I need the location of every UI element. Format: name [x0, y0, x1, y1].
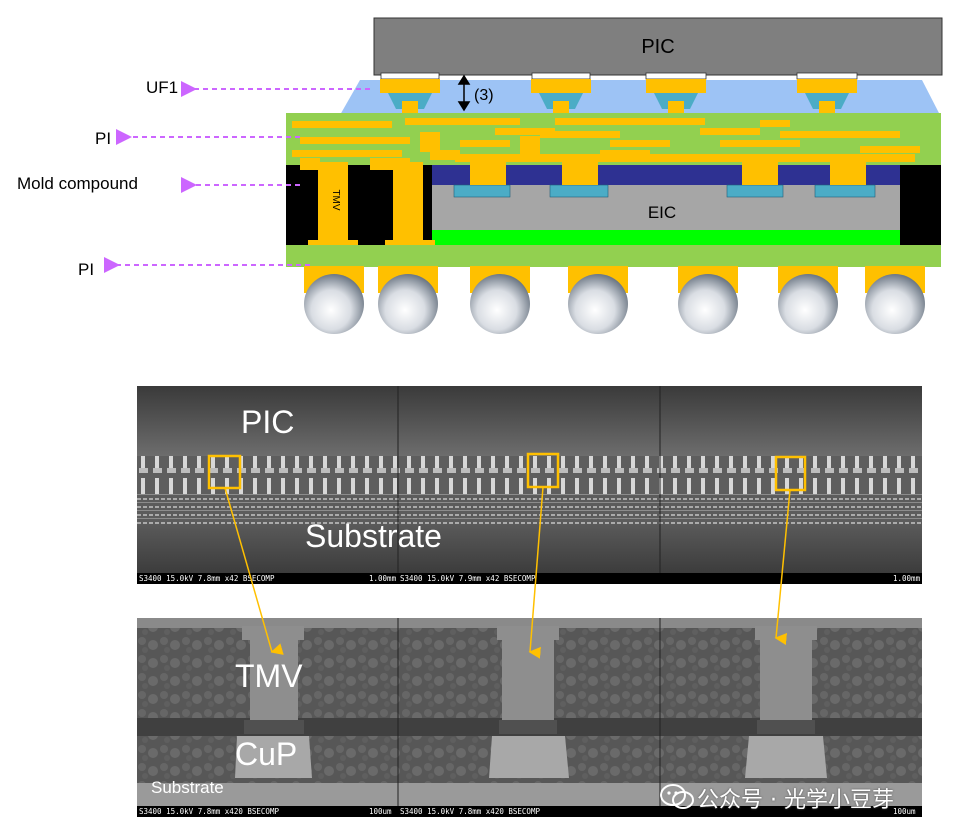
sem-pic-label: PIC — [241, 404, 295, 440]
sem-cup-label: CuP — [235, 736, 298, 772]
watermark-text: 公众号 · 光学小豆芽 — [697, 788, 894, 813]
sem-bottom-scalebar: S3400 15.0kV 7.8mm x420 BSECOMP 100um S3… — [137, 806, 922, 817]
eic-pillars — [470, 160, 866, 185]
sem-top-len-left: 1.00mm — [369, 574, 397, 583]
sem-tmv-label: TMV — [235, 658, 303, 694]
mold-label: Mold compound — [17, 174, 138, 193]
callout-arrows — [104, 81, 370, 273]
uf1-label: UF1 — [146, 78, 178, 97]
solder-balls — [304, 266, 925, 334]
sem-bottom-meta-mid: S3400 15.0kV 7.8mm x420 BSECOMP — [400, 807, 540, 816]
die-attach-film — [432, 230, 900, 245]
eic-label: EIC — [648, 203, 676, 222]
sem-top-scalebar: S3400 15.0kV 7.8mm x42 BSECOMP 1.00mm S3… — [137, 573, 922, 584]
tmv-label: TMV — [330, 189, 341, 210]
eic-top-metal — [432, 165, 900, 185]
sem-cross-section-low-mag: PIC Substrate S3400 15.0kV 7.8mm x42 BSE… — [137, 386, 922, 584]
pic-die — [373, 17, 943, 76]
pic-label: PIC — [641, 36, 674, 58]
sem-bottom-len-left: 100um — [369, 807, 392, 816]
rdl-traces — [292, 118, 920, 162]
underfill-region — [340, 80, 940, 115]
sem-top-meta-left: S3400 15.0kV 7.8mm x42 BSECOMP — [139, 574, 275, 583]
wechat-icon — [660, 784, 694, 809]
sem-substrate-label: Substrate — [305, 518, 442, 554]
sem-top-meta-mid: S3400 15.0kV 7.9mm x42 BSECOMP — [400, 574, 536, 583]
gap-label: (3) — [474, 87, 494, 104]
pi-top-label: PI — [95, 129, 111, 148]
gap-dimension — [457, 74, 471, 112]
sem-substrate-label-bottom: Substrate — [151, 778, 224, 797]
watermark: 公众号 · 光学小豆芽 — [655, 778, 955, 814]
sem-top-len-right: 1.00mm — [893, 574, 921, 583]
pi-bottom-label: PI — [78, 260, 94, 279]
package-schematic: PIC (3) — [17, 17, 943, 334]
sem-bottom-meta-left: S3400 15.0kV 7.8mm x420 BSECOMP — [139, 807, 279, 816]
sem-bottom-len-right: 100um — [893, 807, 916, 816]
eic-pads — [453, 184, 876, 198]
pi-bottom-layer — [286, 245, 941, 267]
